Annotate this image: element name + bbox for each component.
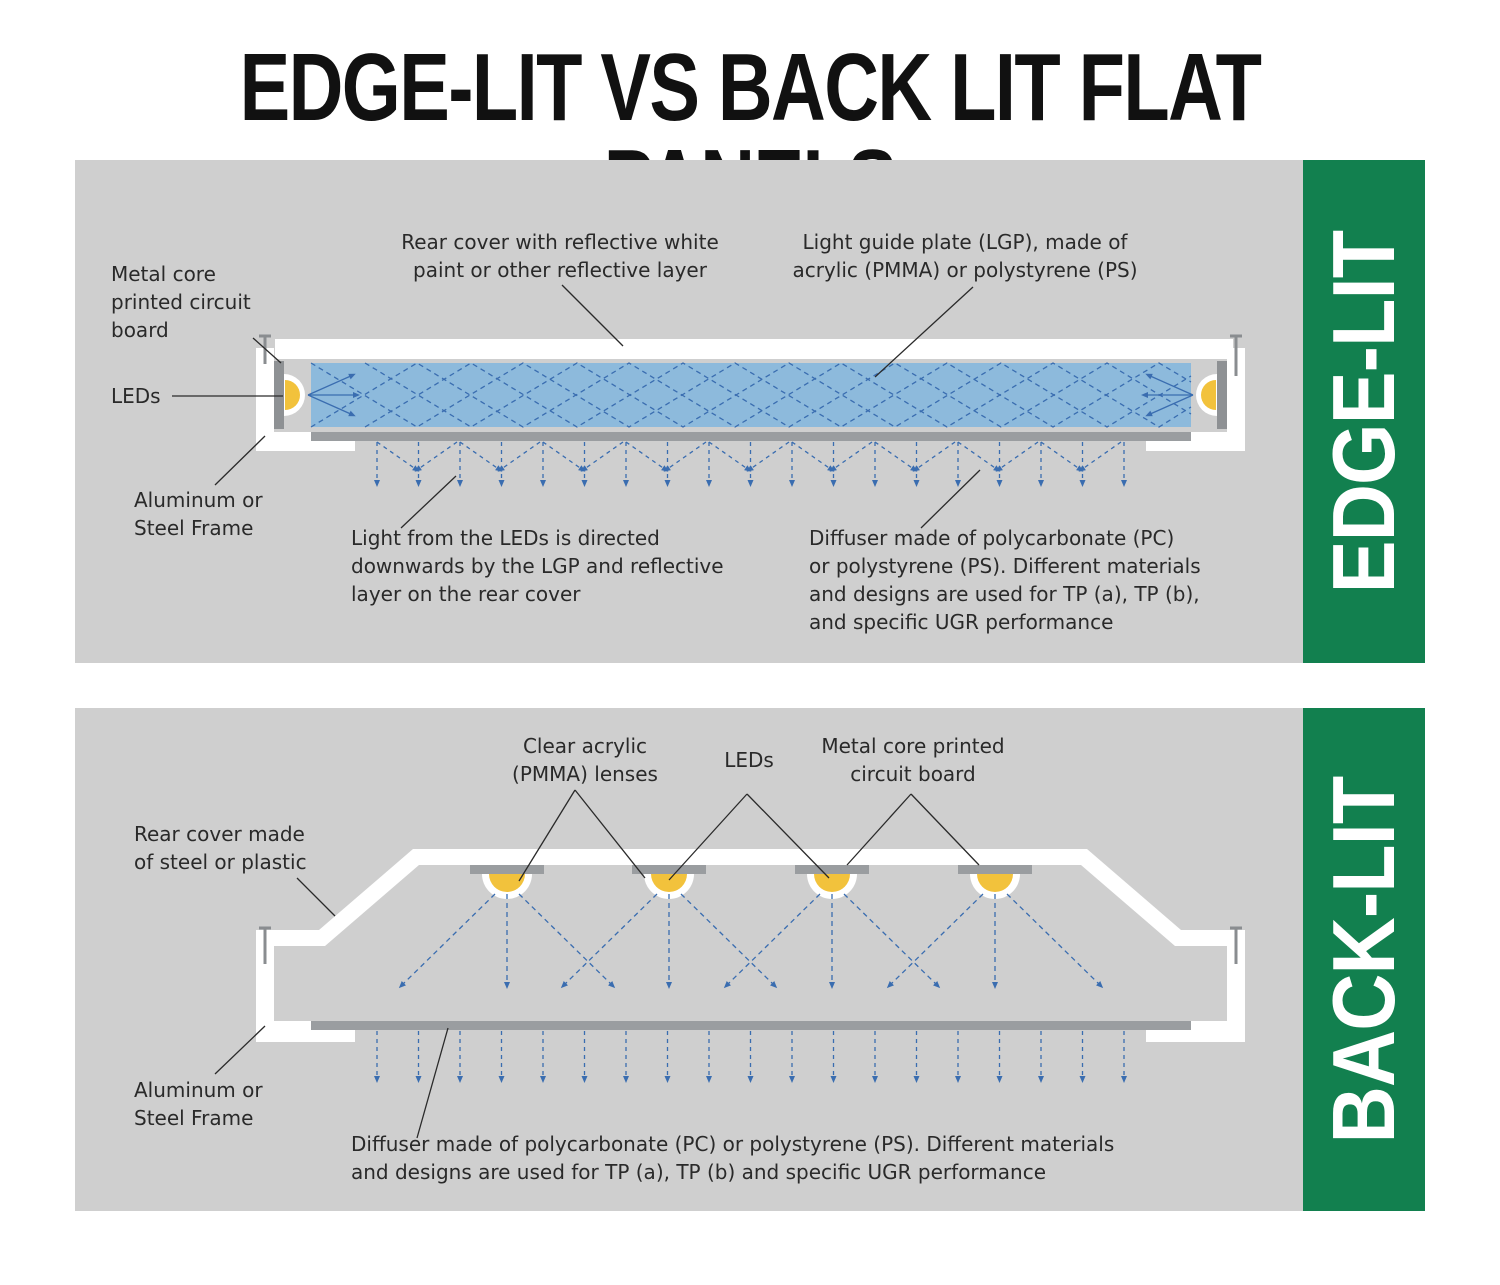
back-label-pcb: Metal core printed circuit board — [821, 734, 1005, 786]
back-internal-rays — [398, 893, 1104, 989]
edge-leader-lines — [172, 284, 981, 529]
back-label-frame: Aluminum or Steel Frame — [134, 1078, 263, 1130]
edge-output-ray-diagonal — [497, 441, 541, 472]
edge-output-ray-diagonal — [1078, 441, 1122, 472]
edge-output-ray-diagonal — [1040, 441, 1084, 472]
edge-output-ray-diagonal — [459, 441, 503, 472]
back-ray — [886, 893, 984, 989]
edge-output-ray-diagonal — [542, 441, 586, 472]
edge-output-ray-diagonal — [580, 441, 624, 472]
edge-label-frame: Aluminum or Steel Frame — [134, 488, 263, 540]
edge-label-leds: LEDs — [111, 384, 161, 408]
edge-output-ray-diagonal — [414, 441, 458, 472]
edge-output-ray-diagonal — [791, 441, 835, 472]
back-lit-tab-label: BACK-LIT — [1314, 776, 1413, 1143]
back-led — [814, 874, 850, 892]
back-led — [977, 874, 1013, 892]
back-ray — [398, 893, 496, 989]
back-pcb — [470, 865, 544, 874]
back-rear-cover — [256, 849, 1245, 946]
back-pcb — [632, 865, 706, 874]
edge-output-ray-diagonal — [663, 441, 707, 472]
edge-label-rear-cover: Rear cover with reflective white paint o… — [401, 230, 719, 282]
edge-output-ray-diagonal — [376, 441, 420, 472]
back-label-lenses: Clear acrylic (PMMA) lenses — [512, 734, 658, 786]
back-led-group — [470, 865, 1032, 899]
edge-output-ray-diagonal — [708, 441, 752, 472]
edge-output-ray-diagonal — [746, 441, 790, 472]
edge-output-ray-diagonal — [912, 441, 956, 472]
edge-output-ray-diagonal — [829, 441, 873, 472]
edge-light-guide-plate — [311, 363, 1191, 427]
edge-rear-cover — [275, 339, 1233, 359]
back-label-rear-cover: Rear cover made of steel or plastic — [134, 822, 307, 874]
edge-label-diffuser: Diffuser made of polycarbonate (PC) or p… — [809, 526, 1201, 634]
back-leader-lines — [214, 789, 980, 1139]
back-ray — [518, 893, 616, 989]
edge-output-rays — [374, 441, 1127, 487]
back-lit-panel: Clear acrylic (PMMA) lenses LEDs Metal c… — [75, 708, 1425, 1211]
back-pcb — [958, 865, 1032, 874]
back-label-diffuser: Diffuser made of polycarbonate (PC) or p… — [351, 1132, 1115, 1184]
edge-label-pcb: Metal core printed circuit board — [111, 262, 251, 342]
edge-output-ray-diagonal — [957, 441, 1001, 472]
back-led — [651, 874, 687, 892]
back-ray — [843, 893, 941, 989]
edge-pcb-right — [1217, 361, 1227, 429]
back-output-rays — [374, 1031, 1127, 1083]
edge-lit-tab-label: EDGE-LIT — [1314, 230, 1413, 593]
edge-led-rays — [307, 373, 1194, 417]
back-ray — [1006, 893, 1104, 989]
back-led — [489, 874, 525, 892]
edge-label-lgp: Light guide plate (LGP), made of acrylic… — [792, 230, 1138, 282]
edge-lit-diagram — [172, 284, 1245, 529]
edge-lit-tab: EDGE-LIT — [1303, 160, 1425, 663]
back-lit-diagram — [214, 789, 1245, 1139]
back-lit-tab: BACK-LIT — [1303, 708, 1425, 1211]
edge-internal-rays — [310, 362, 1192, 428]
back-pcb — [795, 865, 869, 874]
edge-label-light-direction: Light from the LEDs is directed downward… — [351, 526, 724, 606]
edge-diffuser — [311, 432, 1191, 441]
edge-output-ray-diagonal — [995, 441, 1039, 472]
back-diffuser — [311, 1021, 1191, 1030]
back-ray — [680, 893, 778, 989]
back-label-leds: LEDs — [724, 748, 774, 772]
edge-lit-panel: Metal core printed circuit board LEDs Al… — [75, 160, 1425, 663]
edge-pcb-left — [274, 361, 284, 429]
edge-output-ray-diagonal — [625, 441, 669, 472]
back-ray — [560, 893, 658, 989]
edge-output-ray-diagonal — [874, 441, 918, 472]
back-ray — [723, 893, 821, 989]
